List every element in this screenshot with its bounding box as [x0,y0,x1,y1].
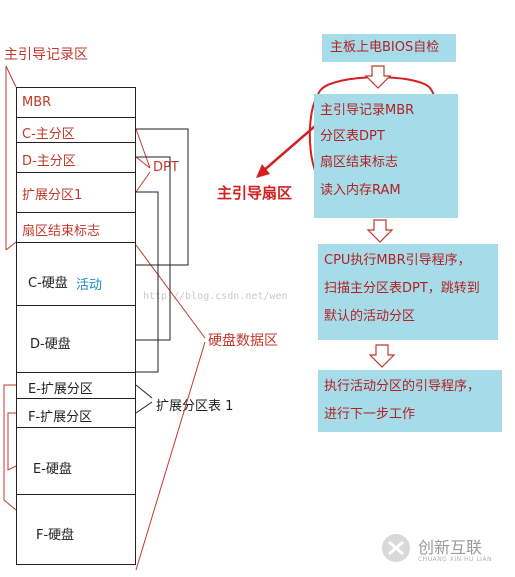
divider [16,427,136,428]
pointer-arrow [261,119,323,173]
flow-step-cpu: CPU执行MBR引导程序， 扫描主分区表DPT，跳转到 默认的活动分区 [318,244,498,340]
segment-c-primary: C-主分区 [22,127,75,142]
pointer-arrow-head [256,164,270,178]
segment-d-disk: D-硬盘 [30,337,71,352]
flow-line: 扇区结束标志 [320,155,399,170]
dpt-line [135,171,151,193]
flow-step-mbr: 主引导记录MBR 分区表DPT 扇区结束标志 读入内存RAM [314,94,458,218]
divider [16,398,136,399]
dpt-line [135,128,151,169]
flow-line: 进行下一步工作 [324,407,416,422]
divider [16,142,136,143]
flow-arrow [366,219,394,243]
flow-step-bios: 主板上电BIOS自检 [322,34,456,62]
logo-name: 创新互联 [418,538,483,557]
segment-end-marker: 扇区结束标志 [22,224,101,239]
ext-table-line [135,384,153,399]
dpt-label: DPT [153,160,179,175]
disk-data-label: 硬盘数据区 [208,333,278,349]
divider [16,242,136,243]
title-line [5,65,17,88]
logo-icon [382,534,410,562]
title-line [5,241,17,251]
data-line [135,341,206,571]
divider [16,372,136,373]
route-ext [136,191,159,373]
logo-subtitle: CHUANG XIN HU LIAN [418,556,493,563]
watermark-text: http://blog.csdn.net/wen [143,291,288,302]
flow-arrow [364,65,392,89]
segment-c-disk: C-硬盘 [28,276,68,291]
dpt-line [135,156,151,169]
active-tag: 活动 [76,278,103,293]
flow-step-bios-text: 主板上电BIOS自检 [330,40,440,55]
segment-e-extended: E-扩展分区 [28,382,93,397]
flow-line: CPU执行MBR引导程序， [324,253,471,268]
flow-line: 扫描主分区表DPT，跳转到 [324,281,480,296]
divider [16,172,136,173]
divider [16,212,136,213]
route-c [136,128,189,266]
flow-line: 默认的活动分区 [324,309,416,324]
segment-mbr: MBR [22,95,52,110]
divider [16,305,136,306]
flow-line: 主引导记录MBR [320,103,415,118]
ext-bracket [7,412,17,471]
boot-sector-label: 主引导扇区 [217,184,293,202]
route-d [136,156,171,341]
segment-e-disk: E-硬盘 [33,462,72,477]
flow-line: 执行活动分区的引导程序， [324,379,481,394]
divider [16,494,136,495]
segment-f-disk: F-硬盘 [36,528,75,543]
flow-line: 读入内存RAM [320,183,401,198]
ext-table-label: 扩展分区表 1 [156,399,234,414]
disk-layout [16,87,136,565]
segment-d-primary: D-主分区 [22,154,76,169]
flow-arrow [368,344,396,368]
divider [16,117,136,118]
flow-step-active: 执行活动分区的引导程序， 进行下一步工作 [318,370,502,432]
mbr-area-title: 主引导记录区 [4,47,88,63]
ext-bracket [3,384,17,511]
segment-f-extended: F-扩展分区 [28,410,93,425]
segment-extended-1: 扩展分区1 [22,188,83,203]
flow-line: 分区表DPT [320,129,385,144]
ext-table-line [135,401,153,414]
